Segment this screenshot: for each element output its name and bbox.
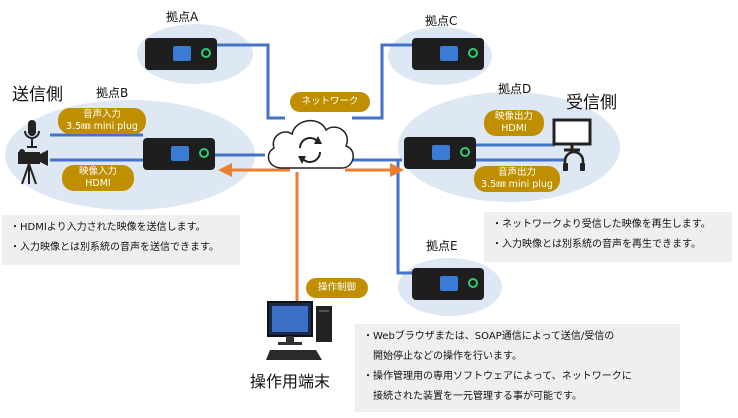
d-video-out-pill: 映像出力 HDMI: [484, 110, 544, 136]
device-site-a: [145, 38, 217, 70]
receiver-note-line: ・ネットワークより受信した映像を再生します。: [492, 219, 711, 230]
control-arrow-right: [390, 163, 404, 177]
control-pill-label: 操作制御: [317, 282, 356, 293]
terminal-label: 操作用端末: [250, 372, 331, 391]
d-audio-out-line1: 音声出力: [497, 167, 536, 178]
sender-side-title: 送信側: [12, 85, 63, 105]
video-camera-icon: [18, 149, 48, 185]
line-site-c: [352, 43, 418, 120]
control-pill: 操作制御: [306, 278, 368, 298]
b-audio-in-line2: 3.5㎜ mini plug: [66, 121, 138, 132]
receiver-side-title: 受信側: [566, 93, 617, 113]
site-b-label: 拠点B: [96, 86, 129, 100]
b-audio-in-pill: 音声入力 3.5㎜ mini plug: [58, 108, 146, 134]
site-a-label: 拠点A: [166, 10, 199, 24]
monitor-icon: [552, 118, 592, 152]
b-video-in-line1: 映像入力: [78, 166, 117, 177]
terminal-note-line: 開始停止などの操作を行います。: [363, 351, 522, 362]
d-video-out-line1: 映像出力: [494, 111, 533, 122]
microphone-icon: [24, 120, 40, 148]
terminal-note: ・Webブラウザまたは、SOAP通信によって送信/受信の 開始停止などの操作を行…: [355, 324, 680, 412]
terminal-note-line: ・Webブラウザまたは、SOAP通信によって送信/受信の: [363, 331, 615, 342]
control-arrow-left: [218, 163, 232, 177]
device-site-c: [412, 38, 484, 70]
terminal-note-line: 接続された装置を一元管理する事が可能です。: [363, 391, 582, 402]
sender-note-line: ・HDMIより入力された映像を送信します。: [10, 222, 206, 233]
receiver-note-line: ・入力映像とは別系統の音声を再生できます。: [492, 239, 701, 250]
site-c-label: 拠点C: [425, 14, 458, 28]
network-pill: ネットワーク: [290, 92, 370, 112]
d-audio-out-line2: 3.5㎜ mini plug: [481, 179, 553, 190]
headphones-icon: [563, 150, 585, 171]
device-site-b: [143, 138, 215, 170]
line-site-a: [215, 43, 285, 120]
desktop-computer-icon: [266, 301, 332, 360]
d-video-out-line2: HDMI: [501, 123, 527, 134]
sender-note-line: ・入力映像とは別系統の音声を送信できます。: [10, 242, 219, 253]
sender-note: ・HDMIより入力された映像を送信します。 ・入力映像とは別系統の音声を送信でき…: [2, 215, 240, 265]
site-e-label: 拠点E: [426, 239, 458, 253]
receiver-note: ・ネットワークより受信した映像を再生します。 ・入力映像とは別系統の音声を再生で…: [484, 212, 732, 262]
b-video-in-pill: 映像入力 HDMI: [62, 165, 134, 191]
device-site-e: [412, 268, 484, 300]
terminal-note-line: ・操作管理用の専用ソフトウェアによって、ネットワークに: [363, 371, 632, 382]
network-pill-label: ネットワーク: [301, 96, 359, 107]
b-video-in-line2: HDMI: [85, 178, 111, 189]
line-site-e: [396, 160, 412, 275]
device-site-d: [404, 137, 476, 169]
b-audio-in-line1: 音声入力: [82, 109, 121, 120]
cloud-refresh-icon: [267, 120, 354, 169]
site-d-label: 拠点D: [498, 82, 532, 96]
d-audio-out-pill: 音声出力 3.5㎜ mini plug: [474, 166, 560, 192]
